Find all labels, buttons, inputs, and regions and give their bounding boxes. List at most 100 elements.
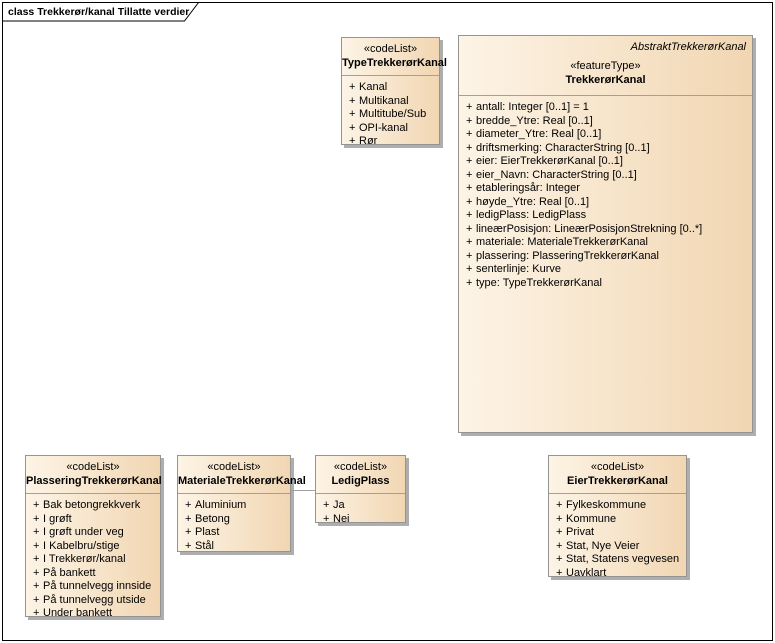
attribute-label: ledigPlass: LedigPlass <box>476 209 587 221</box>
class-name: PlasseringTrekkerørKanal <box>26 475 162 487</box>
visibility-plus: + <box>466 263 473 275</box>
class-header: «codeList» EierTrekkerørKanal <box>549 456 686 494</box>
class-name: LedigPlass <box>331 475 390 487</box>
attribute-row: + høyde_Ytre: Real [0..1] <box>459 196 752 210</box>
literal-list: + Kanal + Multikanal + Multitube/Sub + O… <box>342 76 439 149</box>
literal-label: OPI-kanal <box>359 121 408 134</box>
visibility-plus: + <box>466 155 473 167</box>
enum-literal-row: + OPI-kanal <box>342 122 439 136</box>
literal-label: Kommune <box>566 512 617 525</box>
class-name: EierTrekkerørKanal <box>567 475 668 487</box>
visibility-plus: + <box>466 101 473 113</box>
enum-literal-row: + Ja <box>316 499 405 513</box>
visibility-plus: + <box>185 512 192 525</box>
visibility-plus: + <box>33 526 40 538</box>
stereotype-label: «codeList» <box>363 43 418 55</box>
stereotype-label: «codeList» <box>333 461 388 473</box>
attribute-row: + materiale: MaterialeTrekkerørKanal <box>459 236 752 250</box>
attribute-row: + ledigPlass: LedigPlass <box>459 209 752 223</box>
attribute-row: + eier_Navn: CharacterString [0..1] <box>459 169 752 183</box>
class-box-ledigplass[interactable]: «codeList» LedigPlass + Ja + Nei <box>315 455 406 525</box>
literal-label: På bankett <box>43 566 96 579</box>
enum-literal-row: + Kommune <box>549 513 686 527</box>
visibility-plus: + <box>349 108 356 120</box>
literal-label: Multikanal <box>359 94 409 107</box>
literal-label: På tunnelvegg utside <box>43 593 146 606</box>
attribute-row: + eier: EierTrekkerørKanal [0..1] <box>459 155 752 169</box>
visibility-plus: + <box>349 94 356 107</box>
literal-label: Multitube/Sub <box>359 108 427 120</box>
visibility-plus: + <box>33 512 40 525</box>
visibility-plus: + <box>466 236 473 248</box>
literal-list: + Aluminium + Betong + Plast + Stål <box>178 494 290 553</box>
enum-literal-row: + I grøft <box>26 513 160 527</box>
enum-literal-row: + Fylkeskommune <box>549 499 686 513</box>
attribute-label: diameter_Ytre: Real [0..1] <box>476 128 602 140</box>
literal-label: I Kabelbru/stige <box>43 539 120 552</box>
visibility-plus: + <box>33 593 40 606</box>
visibility-plus: + <box>33 566 40 579</box>
attribute-label: materiale: MaterialeTrekkerørKanal <box>476 236 648 248</box>
attribute-label: bredde_Ytre: Real [0..1] <box>476 114 593 127</box>
class-name: MaterialeTrekkerørKanal <box>178 475 306 487</box>
enum-literal-row: + Plast <box>178 526 290 540</box>
visibility-plus: + <box>33 499 40 511</box>
literal-label: Plast <box>195 526 220 538</box>
class-name: TrekkerørKanal <box>565 74 646 86</box>
class-header: «codeList» TypeTrekkerørKanal <box>342 38 447 76</box>
visibility-plus: + <box>466 195 473 208</box>
attribute-label: antall: Integer [0..1] = 1 <box>476 101 589 113</box>
attribute-row: + diameter_Ytre: Real [0..1] <box>459 128 752 142</box>
visibility-plus: + <box>556 539 563 552</box>
attribute-row: + lineærPosisjon: LineærPosisjonStreknin… <box>459 223 752 237</box>
enum-literal-row: + På tunnelvegg utside <box>26 594 160 608</box>
enum-literal-row: + Multikanal <box>342 95 439 109</box>
stereotype-label: «codeList» <box>590 461 645 473</box>
visibility-plus: + <box>323 499 330 511</box>
visibility-plus: + <box>556 553 563 565</box>
parent-class-label: AbstraktTrekkerørKanal <box>630 41 746 53</box>
attribute-row: + type: TypeTrekkerørKanal <box>459 277 752 291</box>
class-box-plasseringtrekkerorkanal[interactable]: «codeList» PlasseringTrekkerørKanal + Ba… <box>25 455 162 619</box>
class-header: «codeList» MaterialeTrekkerørKanal <box>178 456 306 494</box>
visibility-plus: + <box>466 222 473 235</box>
visibility-plus: + <box>33 553 40 565</box>
visibility-plus: + <box>349 121 356 134</box>
class-header: «featureType» TrekkerørKanal <box>459 54 752 96</box>
literal-label: Uavklart <box>566 566 607 579</box>
visibility-plus: + <box>466 141 473 154</box>
visibility-plus: + <box>466 128 473 140</box>
literal-label: Bak betongrekkverk <box>43 499 141 511</box>
literal-label: Privat <box>566 526 595 538</box>
literal-label: Rør <box>359 135 378 147</box>
literal-list: + Fylkeskommune + Kommune + Privat + Sta… <box>549 494 686 580</box>
enum-literal-row: + Aluminium <box>178 499 290 513</box>
attribute-label: høyde_Ytre: Real [0..1] <box>476 195 590 208</box>
class-box-trekkerorkanal[interactable]: AbstraktTrekkerørKanal «featureType» Tre… <box>458 35 753 433</box>
visibility-plus: + <box>185 499 192 511</box>
enum-literal-row: + På tunnelvegg innside <box>26 580 160 594</box>
enum-literal-row: + Stat, Statens vegvesen <box>549 553 686 567</box>
class-box-materialetrekkerorkanal[interactable]: «codeList» MaterialeTrekkerørKanal + Alu… <box>177 455 306 553</box>
enum-literal-row: + Uavklart <box>549 567 686 581</box>
visibility-plus: + <box>33 607 40 619</box>
literal-list: + Bak betongrekkverk + I grøft + I grøft… <box>26 494 160 621</box>
attribute-row: + plassering: PlasseringTrekkerørKanal <box>459 250 752 264</box>
visibility-plus: + <box>349 135 356 147</box>
frame-tab-shape <box>2 2 200 22</box>
enum-literal-row: + Privat <box>549 526 686 540</box>
class-box-eiertrekkerorkanal[interactable]: «codeList» EierTrekkerørKanal + Fylkesko… <box>548 455 687 580</box>
class-header: «codeList» LedigPlass <box>316 456 405 494</box>
literal-label: Fylkeskommune <box>566 499 647 511</box>
class-header: «codeList» PlasseringTrekkerørKanal <box>26 456 162 494</box>
enum-literal-row: + Nei <box>316 513 405 527</box>
visibility-plus: + <box>466 249 473 262</box>
literal-label: Ja <box>333 499 345 511</box>
attribute-label: type: TypeTrekkerørKanal <box>476 276 602 289</box>
class-box-typetrekkerorkanal[interactable]: «codeList» TypeTrekkerørKanal + Kanal + … <box>341 37 447 147</box>
visibility-plus: + <box>556 526 563 538</box>
visibility-plus: + <box>349 81 356 93</box>
literal-label: I Trekkerør/kanal <box>43 553 126 565</box>
literal-label: På tunnelvegg innside <box>43 580 152 592</box>
enum-literal-row: + Bak betongrekkverk <box>26 499 160 513</box>
